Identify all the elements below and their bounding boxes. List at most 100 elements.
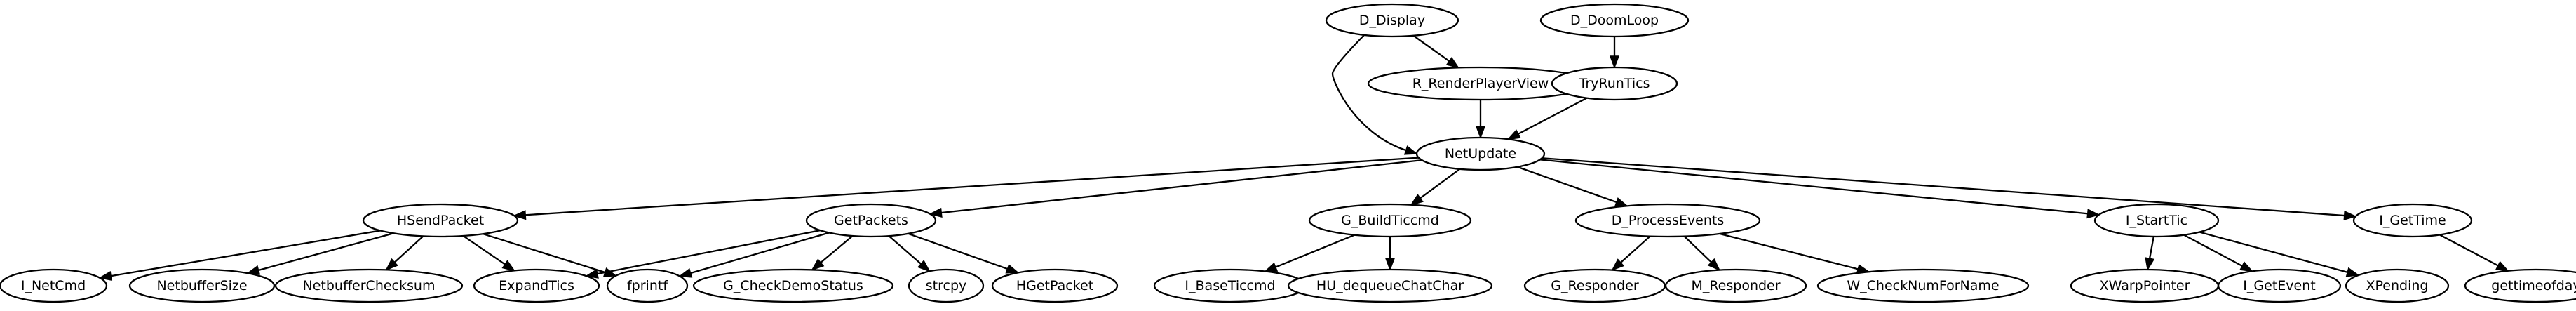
edge-arrowhead [678, 268, 693, 278]
edge-hsend-packet-to-netbuffer-size [246, 232, 394, 275]
edge-line [888, 235, 923, 266]
node-fprintf: fprintf [606, 268, 689, 303]
node-ellipse [1816, 268, 2030, 303]
node-label: G_BuildTiccmd [1341, 213, 1439, 228]
edge-arrowhead [1707, 258, 1721, 272]
node-ellipse [2345, 268, 2450, 303]
edge-line [940, 159, 1422, 214]
node-label: NetUpdate [1445, 146, 1516, 161]
edge-arrowhead [1475, 126, 1486, 140]
edge-line [1542, 157, 2346, 217]
node-expand-tics: ExpandTics [473, 268, 600, 303]
edge-line [1418, 168, 1461, 200]
node-d-display: D_Display [1325, 3, 1459, 38]
node-ellipse [1539, 3, 1690, 38]
edge-line [1412, 34, 1451, 63]
edge-line [908, 232, 1009, 270]
edge-d-process-events-to-w-check-num-for-name [1719, 232, 1870, 274]
node-label: HGetPacket [1016, 278, 1093, 293]
node-label: D_ProcessEvents [1612, 213, 1725, 228]
edge-arrowhead [1445, 56, 1460, 69]
edge-arrowhead [1264, 262, 1279, 272]
edge-i-get-time-to-gettimeofday [2439, 234, 2509, 272]
node-ellipse [805, 203, 937, 238]
node-strcpy: strcpy [908, 268, 985, 303]
edge-line [2439, 234, 2500, 267]
edge-line [2148, 236, 2154, 260]
node-label: D_Display [1359, 13, 1425, 28]
edge-hsend-packet-to-expand-tics [462, 235, 516, 272]
node-gettimeofday: gettimeofday [2464, 268, 2576, 303]
node-label: I_GetTime [2379, 213, 2446, 228]
node-hget-packet: HGetPacket [991, 268, 1119, 303]
edge-get-packets-to-expand-tics [584, 230, 821, 279]
node-ellipse [1325, 3, 1459, 38]
edge-line [1719, 232, 1860, 270]
edge-g-build-ticcmd-to-hu-dequeue-chat-char [1384, 237, 1396, 272]
node-ellipse [473, 268, 600, 303]
edge-arrowhead [2345, 267, 2360, 277]
node-xwarp-pointer: XWarpPointer [2070, 268, 2220, 303]
edge-line [483, 233, 607, 274]
edge-arrowhead [929, 207, 943, 218]
node-label: HSendPacket [397, 213, 484, 228]
node-label: I_NetCmd [21, 278, 86, 293]
edge-line [595, 230, 821, 275]
node-ellipse [0, 268, 108, 303]
node-i-get-time: I_GetTime [2352, 203, 2473, 238]
edge-get-packets-to-hget-packet [908, 232, 1020, 274]
edge-line [1683, 235, 1713, 264]
edge-arrowhead [1614, 197, 1629, 207]
edge-arrowhead [811, 258, 825, 271]
edges-layer [98, 34, 2509, 282]
edge-d-display-to-net-update [1331, 34, 1419, 155]
edge-d-doom-loop-to-try-run-tics [1609, 37, 1620, 70]
edge-line [2183, 234, 2244, 267]
edge-line [109, 230, 381, 277]
node-netbuffer-size: NetbufferSize [128, 268, 276, 303]
edge-line [1619, 235, 1651, 265]
edge-hsend-packet-to-netbuffer-checksum [385, 235, 424, 271]
node-label: GetPackets [834, 213, 908, 228]
edge-arrowhead [1506, 129, 1521, 140]
edge-line [689, 232, 830, 274]
edge-line [393, 235, 424, 264]
edge-try-run-tics-to-net-update [1506, 97, 1588, 140]
node-ellipse [2093, 203, 2220, 238]
node-ellipse [1308, 203, 1472, 238]
edge-arrowhead [513, 210, 527, 220]
node-ellipse [362, 203, 519, 238]
edge-arrowhead [2343, 210, 2357, 221]
node-hu-dequeue-chat-char: HU_dequeueChatChar [1287, 268, 1493, 303]
node-label: strcpy [926, 278, 967, 293]
node-i-net-cmd: I_NetCmd [0, 268, 108, 303]
node-label: XWarpPointer [2100, 278, 2190, 293]
edge-arrowhead [1611, 258, 1625, 272]
edge-net-update-to-get-packets [929, 159, 1422, 218]
node-ellipse [2464, 268, 2576, 303]
edge-get-packets-to-g-check-demo-status [811, 235, 854, 271]
edge-line [1331, 34, 1408, 152]
edge-arrowhead [1005, 264, 1020, 274]
node-r-render-player-view: R_RenderPlayerView [1367, 66, 1594, 101]
node-label: gettimeofday [2491, 278, 2576, 293]
edge-i-start-tic-to-xpending [2199, 231, 2360, 277]
edge-line [818, 235, 854, 265]
node-ellipse [692, 268, 894, 303]
node-i-base-ticcmd: I_BaseTiccmd [1153, 268, 1307, 303]
node-ellipse [991, 268, 1119, 303]
node-label: NetbufferSize [156, 278, 247, 293]
edge-line [1516, 97, 1588, 135]
node-ellipse [908, 268, 985, 303]
node-label: D_DoomLoop [1570, 13, 1659, 28]
node-label: TryRunTics [1579, 76, 1650, 91]
edge-arrowhead [2145, 257, 2155, 272]
node-netbuffer-checksum: NetbufferChecksum [274, 268, 464, 303]
node-d-process-events: D_ProcessEvents [1574, 203, 1761, 238]
edge-hsend-packet-to-i-net-cmd [98, 230, 381, 282]
node-label: G_CheckDemoStatus [723, 278, 863, 293]
edge-arrowhead [2086, 209, 2100, 219]
node-ellipse [2352, 203, 2473, 238]
edge-line [1539, 159, 2089, 215]
node-label: I_StartTic [2126, 213, 2187, 228]
